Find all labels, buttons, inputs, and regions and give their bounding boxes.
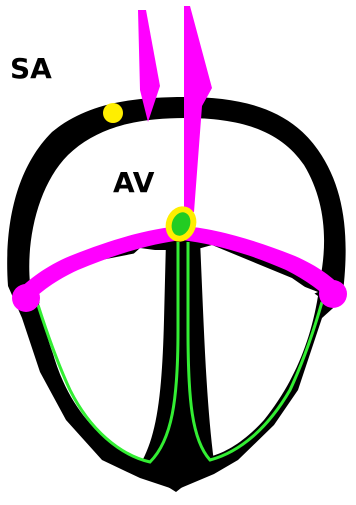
av-label: AV	[113, 166, 155, 199]
left-ventricle-cavity	[38, 250, 172, 462]
sa-label: SA	[10, 52, 52, 85]
sa-node	[103, 103, 123, 123]
left-bundle-end	[12, 284, 40, 312]
right-bundle-end	[319, 280, 347, 308]
